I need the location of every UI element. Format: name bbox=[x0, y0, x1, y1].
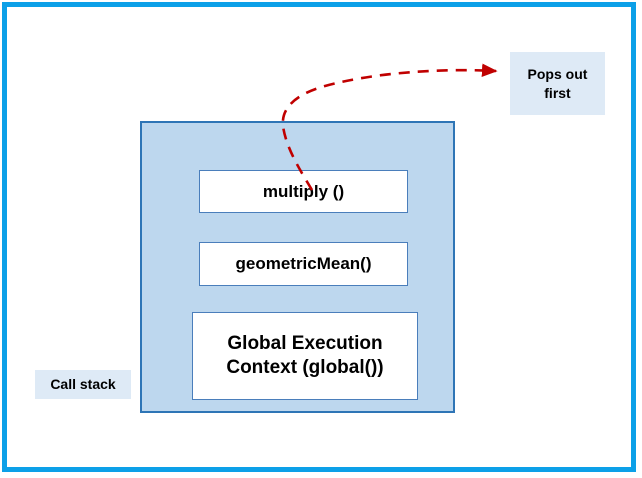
pops-out-first-label-wrapper: Pops out first bbox=[528, 65, 588, 103]
stack-frame-multiply: multiply () bbox=[199, 170, 408, 213]
stack-frame-global-label-line2: Context (global()) bbox=[226, 357, 384, 378]
stack-frame-multiply-label: multiply () bbox=[262, 181, 345, 201]
stack-frame-geometric-mean-label: geometricMean() bbox=[235, 254, 372, 274]
stack-frame-geometric-mean: geometricMean() bbox=[199, 242, 408, 286]
stack-frame-global-execution-context: Global Execution Context (global()) bbox=[192, 312, 418, 400]
call-stack-caption-label: Call stack bbox=[50, 376, 116, 393]
stack-frame-global-label-line1: Global Execution bbox=[227, 332, 383, 354]
pops-out-first-callout: Pops out first bbox=[510, 52, 605, 115]
pops-out-first-label-line2: first bbox=[544, 84, 571, 101]
call-stack-caption: Call stack bbox=[35, 370, 131, 399]
stack-frame-global-label-wrapper: Global Execution Context (global()) bbox=[226, 332, 383, 381]
pops-out-first-label-line1: Pops out bbox=[527, 65, 588, 82]
